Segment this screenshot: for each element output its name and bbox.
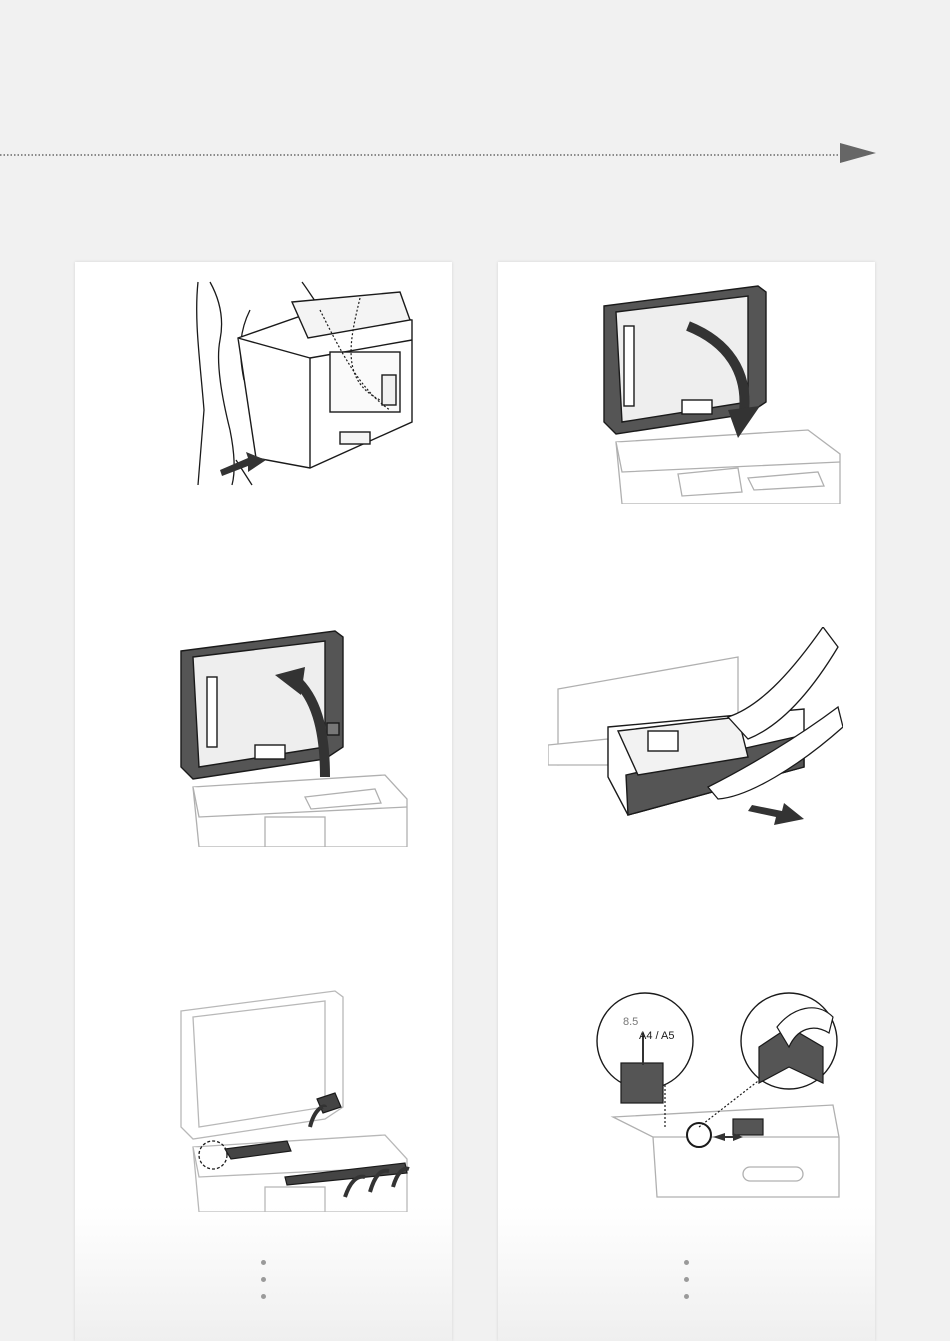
steps-panel-right: 8.5 A4 / A5 — [498, 262, 875, 1341]
remove-tape-illustration — [175, 987, 425, 1212]
carry-printer-illustration — [190, 280, 420, 490]
vertical-ellipsis-icon — [684, 1260, 690, 1311]
paper-guides-illustration: 8.5 A4 / A5 — [593, 987, 848, 1199]
triangle-arrow-right-icon — [838, 141, 878, 165]
timeline — [0, 150, 950, 160]
pull-drawer-illustration — [548, 627, 843, 827]
paper-size-label: A4 / A5 — [639, 1030, 674, 1042]
vertical-ellipsis-icon — [261, 1260, 267, 1311]
open-feeder-cover-illustration — [175, 627, 425, 847]
size-value-label: 8.5 — [623, 1016, 638, 1028]
close-feeder-cover-illustration — [598, 282, 848, 504]
steps-panel-left — [75, 262, 452, 1341]
